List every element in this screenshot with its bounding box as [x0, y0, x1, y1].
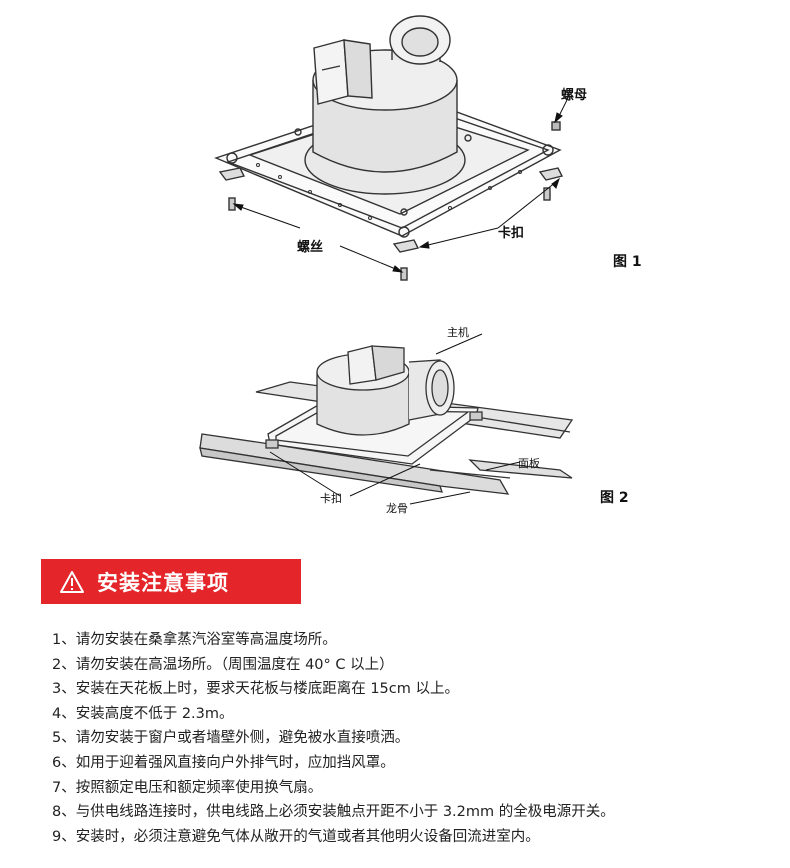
- list-item: 2、请勿安装在高温场所。（周围温度在 40° C 以上）: [52, 656, 394, 673]
- clip-left: [218, 167, 246, 181]
- list-item: 1、请勿安装在桑拿蒸汽浴室等高温度场所。: [52, 632, 337, 648]
- warning-triangle-icon: [60, 570, 84, 593]
- figure1-label-nut: 螺母: [561, 88, 588, 103]
- clip-left-2: [265, 439, 279, 449]
- nut: [551, 121, 561, 131]
- figure2-caption: 图 2: [600, 490, 629, 506]
- installation-notice-banner: 安装注意事项: [41, 559, 301, 604]
- screw-right: [543, 187, 551, 201]
- figure1-caption: 图 1: [613, 254, 642, 270]
- list-item: 4、安装高度不低于 2.3m。: [52, 705, 234, 722]
- figure-1-diagram: [214, 15, 569, 281]
- installation-notes-list: 1、请勿安装在桑拿蒸汽浴室等高温度场所。 2、请勿安装在高温场所。（周围温度在 …: [52, 628, 615, 849]
- clip-right-2: [469, 411, 483, 421]
- section-title: 安装注意事项: [97, 570, 229, 595]
- screw-bottom: [400, 267, 408, 281]
- figure2-label-keel: 龙骨: [386, 502, 408, 515]
- figure1-label-clip: 卡扣: [498, 226, 525, 241]
- figure2-label-main-unit: 主机: [447, 326, 469, 339]
- list-item: 5、请勿安装于窗户或者墙壁外侧，避免被水直接喷洒。: [52, 730, 410, 747]
- list-item: 9、安装时，必须注意避免气体从敞开的气道或者其他明火设备回流进室内。: [52, 828, 540, 845]
- list-item: 7、按照额定电压和额定频率使用换气扇。: [52, 779, 323, 796]
- clip-right: [538, 167, 564, 181]
- list-item: 6、如用于迎着强风直接向户外排气时，应加挡风罩。: [52, 754, 395, 771]
- figure-2-diagram: [199, 333, 574, 505]
- list-item: 3、安装在天花板上时，要求天花板与楼底距离在 15cm 以上。: [52, 681, 459, 698]
- clip-bottom: [392, 239, 420, 253]
- figure2-label-clip: 卡扣: [320, 492, 342, 505]
- figure2-label-panel: 面板: [518, 457, 540, 470]
- list-item: 8、与供电线路连接时，供电线路上必须安装触点开距不小于 3.2mm 的全极电源开…: [52, 804, 615, 821]
- figure1-label-screw: 螺丝: [297, 240, 324, 255]
